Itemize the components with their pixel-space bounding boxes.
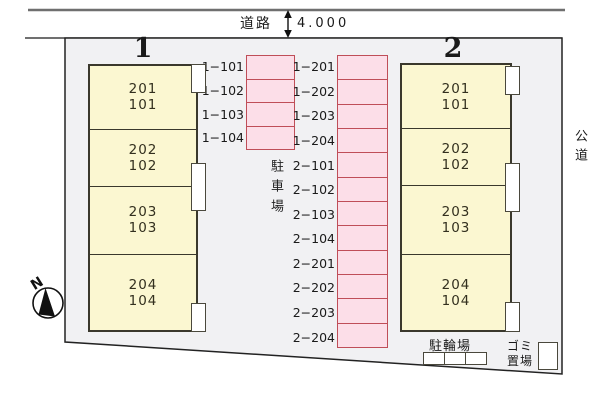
parking-space <box>338 127 387 152</box>
parking-space-label: 1−103 <box>201 107 244 122</box>
parking-space-label: 2−203 <box>292 305 335 320</box>
parking-space <box>247 125 294 150</box>
garbage-box <box>538 342 558 370</box>
road-width-value: 4.000 <box>297 16 350 31</box>
unit-lower: 102 <box>441 157 471 173</box>
building-1-porch <box>191 163 206 211</box>
parking-space-label: 2−101 <box>292 158 335 173</box>
unit-label: 201 101 <box>442 81 471 113</box>
road-label: 道路 <box>240 16 272 32</box>
unit-upper: 203 <box>128 204 158 221</box>
parking-space <box>247 56 294 79</box>
parking-space-label: 1−104 <box>201 130 244 145</box>
parking-space-label: 2−102 <box>292 182 335 197</box>
dimension-arrow <box>284 10 292 38</box>
building-2: 201 101 202 102 203 103 204 104 <box>400 63 512 332</box>
building-1-unit-row: 201 101 <box>90 66 196 129</box>
parking-space-label: 1−202 <box>292 84 335 99</box>
parking-space-label: 2−103 <box>292 207 335 222</box>
building-2-unit-row: 204 104 <box>402 254 510 330</box>
parking-space <box>338 152 387 176</box>
unit-upper: 201 <box>441 80 471 97</box>
building-1-unit-row: 203 103 <box>90 185 196 255</box>
north-compass-icon: N <box>28 274 64 319</box>
building-2-unit-row: 202 102 <box>402 128 510 185</box>
unit-label: 202 102 <box>442 141 471 173</box>
building-2-porch <box>505 163 520 212</box>
unit-label: 201 101 <box>129 81 158 113</box>
building-2-porch <box>505 302 520 332</box>
bicycle-rack <box>423 352 487 365</box>
building-2-number: 2 <box>443 33 463 64</box>
unit-lower: 103 <box>441 220 471 236</box>
unit-lower: 101 <box>441 96 471 113</box>
bicycle-rack-cell <box>465 353 486 364</box>
parking-space <box>338 273 387 298</box>
unit-lower: 102 <box>128 157 158 174</box>
building-1-porch <box>191 303 206 332</box>
parking-column-left <box>246 55 295 150</box>
parking-space-label: 1−102 <box>201 83 244 98</box>
parking-space <box>338 225 387 249</box>
parking-space-label: 2−202 <box>292 280 335 295</box>
parking-space <box>247 78 294 103</box>
building-1-porch <box>191 64 206 93</box>
building-1-number: 1 <box>133 33 153 64</box>
building-1: 201 101 202 102 203 103 204 104 <box>88 64 198 332</box>
parking-space-label: 2−104 <box>292 231 335 246</box>
unit-lower: 104 <box>128 292 158 309</box>
garbage-label-line1: ゴミ <box>507 339 534 353</box>
bicycle-rack-cell <box>444 353 465 364</box>
unit-label: 203 103 <box>442 204 471 236</box>
building-1-unit-row: 202 102 <box>90 128 196 186</box>
unit-label: 204 104 <box>129 277 158 309</box>
parking-column-right <box>337 55 388 348</box>
building-2-unit-row: 203 103 <box>402 185 510 254</box>
parking-space <box>338 176 387 201</box>
bicycle-rack-cell <box>424 353 444 364</box>
parking-space <box>338 200 387 225</box>
parking-space <box>338 322 387 347</box>
building-1-unit-row: 204 104 <box>90 254 196 330</box>
public-road-label: 公道 <box>572 129 587 167</box>
unit-lower: 103 <box>128 220 158 237</box>
parking-space <box>338 79 387 103</box>
unit-label: 202 102 <box>129 142 158 174</box>
building-2-unit-row: 201 101 <box>402 65 510 128</box>
parking-space-label: 1−203 <box>292 108 335 123</box>
unit-lower: 104 <box>441 292 471 309</box>
parking-space <box>338 56 387 79</box>
garbage-label-line2: 置場 <box>507 354 534 368</box>
parking-area-label: 駐車場 <box>268 159 283 219</box>
bicycle-parking-label: 駐輪場 <box>429 339 472 354</box>
parking-space-label: 1−204 <box>292 133 335 148</box>
unit-label: 203 103 <box>129 204 158 236</box>
parking-space-label: 2−201 <box>292 256 335 271</box>
unit-upper: 201 <box>128 81 158 98</box>
unit-lower: 101 <box>128 97 158 114</box>
unit-upper: 202 <box>128 141 158 158</box>
parking-space <box>338 298 387 322</box>
unit-upper: 203 <box>441 204 471 220</box>
parking-space <box>338 249 387 274</box>
parking-space-label: 2−204 <box>292 330 335 345</box>
parking-space <box>247 102 294 126</box>
parking-space-label: 1−201 <box>292 59 335 74</box>
unit-upper: 204 <box>441 276 471 293</box>
building-2-porch <box>505 66 520 95</box>
unit-label: 204 104 <box>442 277 471 309</box>
unit-upper: 204 <box>128 276 158 293</box>
parking-space-label: 1−101 <box>201 59 244 74</box>
parking-space <box>338 103 387 128</box>
garbage-area-label: ゴミ 置場 <box>507 339 533 369</box>
unit-upper: 202 <box>441 141 471 157</box>
